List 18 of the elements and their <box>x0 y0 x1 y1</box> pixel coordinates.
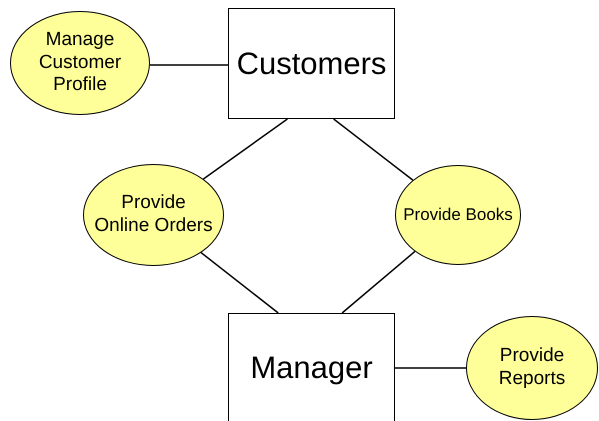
connector-line <box>342 250 416 314</box>
node-label: Manager <box>250 348 373 386</box>
use-case-ellipse <box>10 11 150 115</box>
connector-line <box>333 118 414 181</box>
node-label: Provide Reports <box>498 345 566 391</box>
node-label: Manage Customer Profile <box>38 28 122 98</box>
connector-line <box>395 367 466 369</box>
use-case-ellipse <box>466 316 598 420</box>
connector-line <box>150 64 228 66</box>
node-label: Customers <box>236 44 386 82</box>
node-label: Provide Online Orders <box>93 192 214 238</box>
connector-line <box>202 118 288 180</box>
use-case-ellipse <box>83 164 224 266</box>
connector-line <box>200 252 279 314</box>
use-case-ellipse <box>395 165 521 265</box>
node-label: Provide Books <box>403 204 513 226</box>
actor-box <box>228 313 395 421</box>
actor-box <box>228 8 395 119</box>
